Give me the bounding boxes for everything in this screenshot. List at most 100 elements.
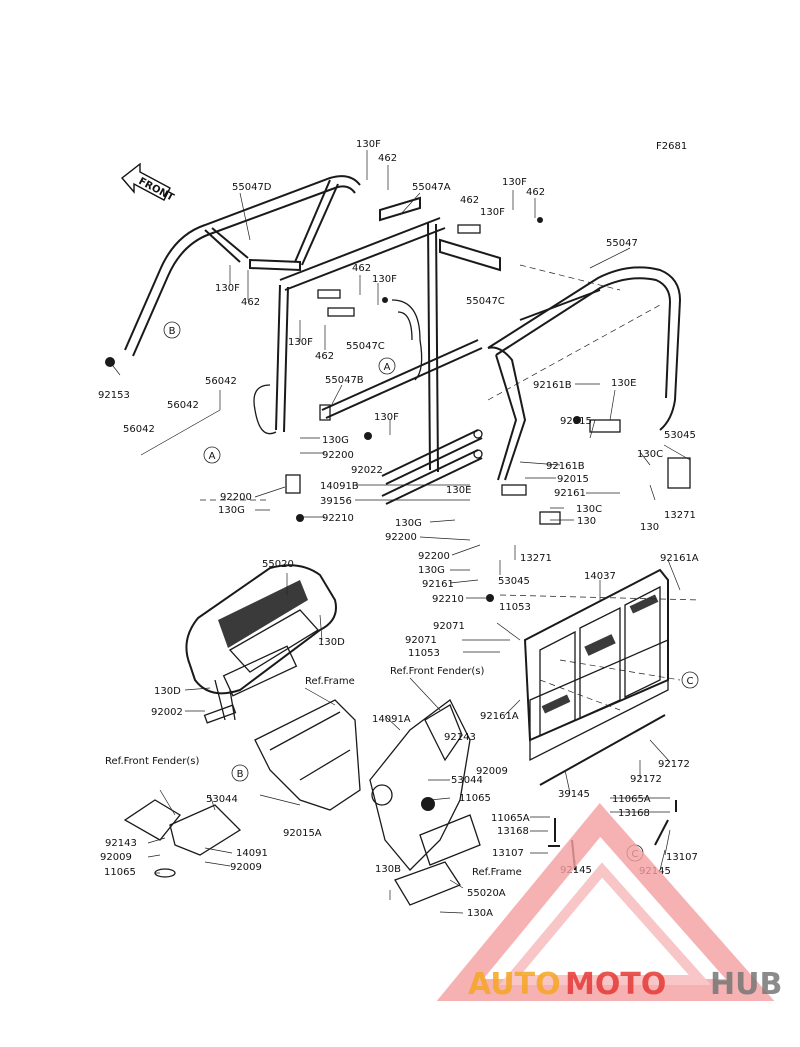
watermark-moto: MOTO [565, 967, 666, 1002]
part-label: 130C [637, 449, 663, 460]
part-label: 92161 [422, 579, 454, 590]
part-label: 11053 [408, 648, 440, 659]
watermark-logo [436, 803, 775, 1001]
part-label: 130G [418, 565, 445, 576]
part-label: 130D [154, 686, 181, 697]
circle-ref-letter: B [169, 326, 176, 337]
part-label: 130D [318, 637, 345, 648]
part-label: 55020 [262, 559, 294, 570]
circle-ref-letter: C [687, 676, 694, 687]
rear-panel-14037 [523, 568, 669, 786]
part-label: 130F [502, 177, 527, 188]
fender-bracket-left [123, 799, 242, 878]
part-label: 13271 [520, 553, 552, 564]
part-label: 14091A [372, 714, 411, 725]
part-label: 462 [460, 195, 479, 206]
watermark-hub: HUB [710, 967, 782, 1002]
part-label: 462 [378, 153, 397, 164]
part-label: 92172 [658, 759, 690, 770]
part-number-labels: 55047D 55047A 55047 55047C 55047C 55047B… [98, 139, 699, 919]
side-tubes [381, 429, 483, 505]
circle-ref-letter: B [237, 769, 244, 780]
circle-ref-b-2 [231, 764, 249, 782]
part-label: 92071 [405, 635, 437, 646]
part-label: 130C [576, 504, 602, 515]
part-label: 55047C [346, 341, 385, 352]
roll-cage-middle-bar [253, 196, 446, 473]
circle-ref-b-1 [163, 321, 181, 339]
part-label: 92022 [351, 465, 383, 476]
part-label: 55047B [325, 375, 364, 386]
part-label: 130 [640, 522, 659, 533]
part-label: 14037 [584, 571, 616, 582]
part-label: 92071 [433, 621, 465, 632]
part-label: 13271 [664, 510, 696, 521]
part-label: 130G [218, 505, 245, 516]
watermark-text: AUTO MOTO HUB [468, 967, 782, 1002]
fender-panel-center [369, 699, 481, 906]
part-label: 56042 [205, 376, 237, 387]
part-label: 130G [395, 518, 422, 529]
part-label: 462 [241, 297, 260, 308]
part-label: 92015A [283, 828, 322, 839]
part-label: 92143 [444, 732, 476, 743]
part-label: 92015 [560, 416, 592, 427]
part-label: 92200 [385, 532, 417, 543]
part-label: 130E [446, 485, 471, 496]
roll-cage-rear-hoop [439, 238, 682, 481]
part-label: 92210 [322, 513, 354, 524]
part-label: 92200 [322, 450, 354, 461]
part-label: 56042 [123, 424, 155, 435]
part-label: 462 [315, 351, 334, 362]
ref-label: Ref.Frame [472, 867, 522, 878]
part-label: 55047 [606, 238, 638, 249]
part-label: 55047D [232, 182, 272, 193]
part-label: 53045 [664, 430, 696, 441]
part-label: 11065A [612, 794, 651, 805]
part-label: 92172 [630, 774, 662, 785]
part-label: 11053 [499, 602, 531, 613]
part-label: 92161B [533, 380, 572, 391]
ref-label: Ref.Frame [305, 676, 355, 687]
part-label: 92153 [98, 390, 130, 401]
watermark-auto: AUTO [468, 967, 561, 1002]
ref-label: Ref.Front Fender(s) [105, 756, 200, 767]
circle-ref-c-1 [681, 671, 699, 689]
part-label: 13168 [618, 808, 650, 819]
part-label: 130F [288, 337, 313, 348]
part-label: 130F [215, 283, 240, 294]
part-label: 130F [356, 139, 381, 150]
part-label: 130E [611, 378, 636, 389]
circle-ref-letter: A [384, 362, 391, 373]
part-label: 56042 [167, 400, 199, 411]
ref-label: Ref.Front Fender(s) [390, 666, 485, 677]
part-label: 92200 [220, 492, 252, 503]
part-label: 14091 [236, 848, 268, 859]
part-label: 13107 [492, 848, 524, 859]
part-label: 130G [322, 435, 349, 446]
front-arrow-icon: FRONT [120, 162, 176, 204]
part-label: 130 [577, 516, 596, 527]
part-label: 55020A [467, 888, 506, 899]
reference-labels: Ref.Frame Ref.Front Fender(s) Ref.Front … [105, 666, 522, 878]
part-label: 92161B [546, 461, 585, 472]
part-label: 92210 [432, 594, 464, 605]
part-label: 13168 [497, 826, 529, 837]
part-label: 39145 [558, 789, 590, 800]
part-label: 462 [526, 187, 545, 198]
part-label: 92015 [557, 474, 589, 485]
part-label: 14091B [320, 481, 359, 492]
part-label: 92009 [230, 862, 262, 873]
part-label: 11065 [459, 793, 491, 804]
part-label: 130B [375, 864, 401, 875]
part-label: 92200 [418, 551, 450, 562]
roll-cage-cross-bar-b [319, 339, 483, 421]
part-label: 92161A [480, 711, 519, 722]
part-label: 11065 [104, 867, 136, 878]
part-label: 462 [352, 263, 371, 274]
leader-lines [109, 150, 691, 914]
part-label: 92161A [660, 553, 699, 564]
part-label: 130F [374, 412, 399, 423]
part-label: 92002 [151, 707, 183, 718]
part-label: 92145 [560, 865, 592, 876]
